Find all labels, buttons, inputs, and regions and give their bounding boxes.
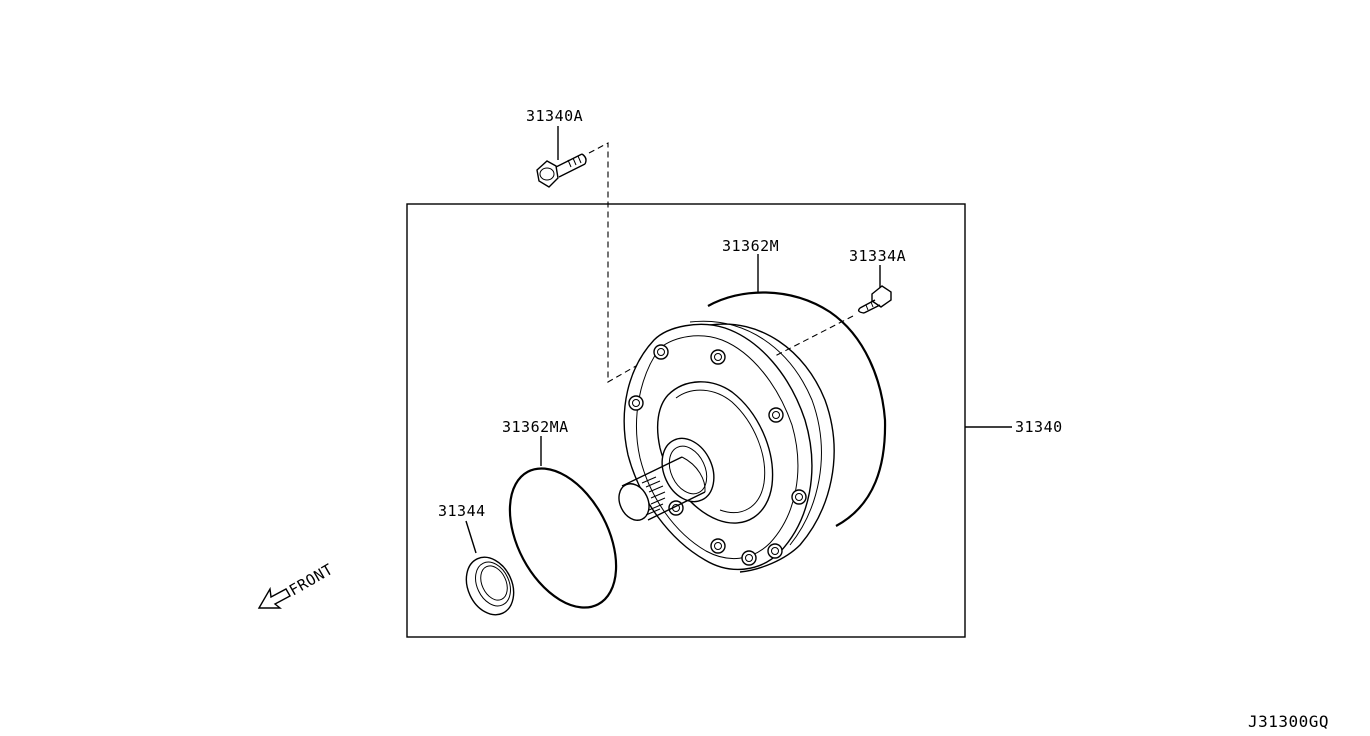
front-direction-label: FRONT [286,560,336,599]
label-31334a: 31334A [849,247,906,265]
seal-ring-31362m [707,291,887,527]
bolt-31334a [857,265,892,314]
bolt-axis-dashed [588,142,637,383]
seal-ring-31362ma [508,467,618,609]
label-31340a: 31340A [526,107,583,125]
leader-31344 [465,520,477,554]
assembly-group-box [406,203,966,638]
bolt-31334a-axis [774,315,854,357]
label-31340: 31340 [1015,418,1063,436]
bolt-31340a [536,126,587,188]
diagram-code: J31300GQ [1248,712,1329,731]
label-31362m: 31362M [722,237,779,255]
oil-pump-body [618,320,835,573]
label-31362ma: 31362MA [502,418,569,436]
oil-seal-31344 [465,556,515,616]
label-31344: 31344 [438,502,486,520]
front-arrow-icon [257,586,291,609]
